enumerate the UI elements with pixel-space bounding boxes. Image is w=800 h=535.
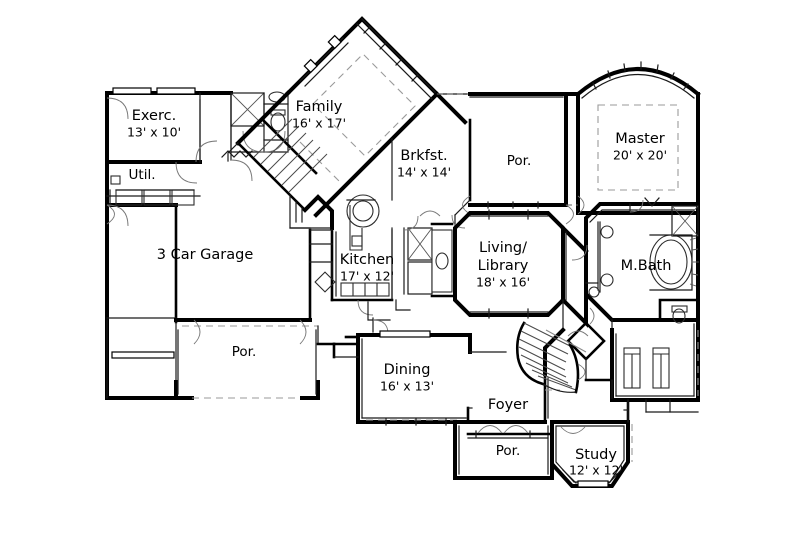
dim-family: 16' x 17' [292,116,346,131]
family-stair [221,117,328,212]
left-front-porch [174,318,336,400]
foyer-stair [515,321,587,394]
label-study: Study [575,447,617,463]
label-breakfast: Brkfst. [400,148,447,164]
master-tub [649,234,699,291]
mudroom-connector [289,227,333,345]
label-master: Master [615,131,665,147]
rear-porch [468,92,574,225]
label-entry-porch: Por. [496,443,521,459]
label-dining: Dining [384,362,431,378]
label-living: Living/ [479,240,527,256]
dim-dining: 16' x 13' [380,379,434,394]
rear-hall [610,379,700,423]
label-kitchen: Kitchen [340,252,395,268]
dim-master: 20' x 20' [613,148,667,163]
butler-pantry [395,210,454,311]
label-family: Family [296,99,343,115]
kitchen [309,194,394,335]
label-master-bath: M.Bath [621,258,672,274]
label-library: Library [478,258,529,274]
dim-exercise: 13' x 10' [127,125,181,140]
label-garage: 3 Car Garage [157,247,254,263]
label-left-porch: Por. [232,344,257,360]
foyer [466,333,560,424]
label-rear-porch: Por. [507,153,532,169]
dim-living: 18' x 16' [476,275,530,290]
label-foyer: Foyer [488,397,528,413]
master-bedroom [564,61,701,215]
dim-kitchen: 17' x 12' [340,269,394,284]
dim-breakfast: 14' x 14' [397,165,451,180]
label-exercise: Exerc. [132,108,176,124]
garage-openings [106,87,196,399]
breakfast-room [391,91,472,229]
fireplace [346,194,380,251]
dining-room [332,330,473,426]
label-utility: Util. [129,167,156,183]
utility-room [106,161,198,225]
dim-study: 12' x 12' [569,463,623,478]
exercise-room [195,99,218,163]
room-labels: Exerc. 13' x 10' Util. Family 16' x 17' … [127,99,671,478]
